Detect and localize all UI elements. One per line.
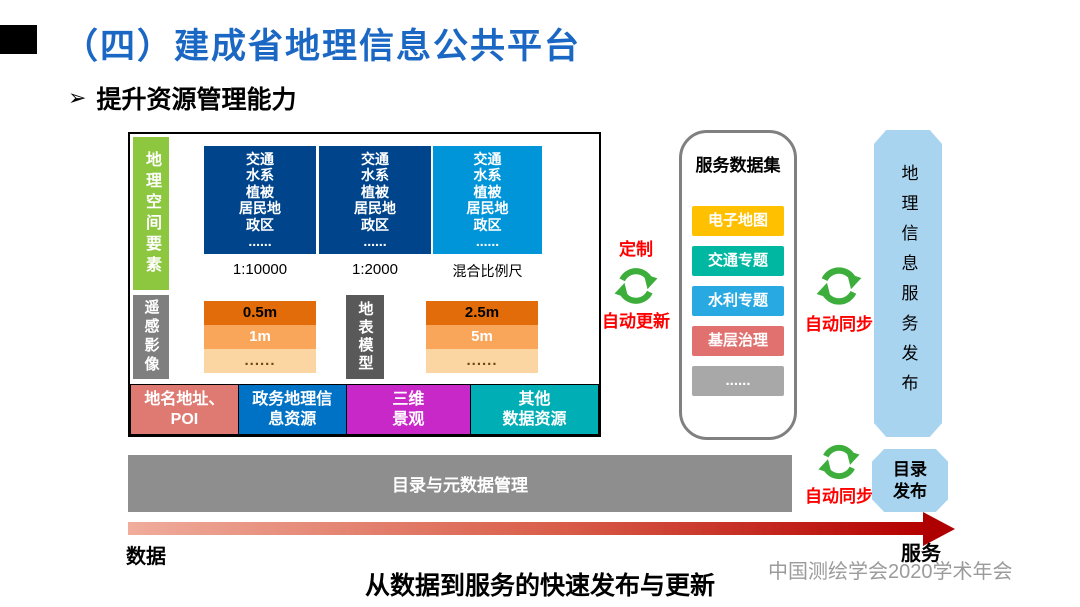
geo-layers-text: 交通 水系 植被 居民地 政区 ...... <box>354 150 396 250</box>
geo-layers-box-10000: 交通 水系 植被 居民地 政区 ...... <box>204 146 316 254</box>
resolution-row: 1m <box>204 325 316 349</box>
sync-arrows-icon <box>815 262 863 310</box>
auto-sync-label: 自动同步 <box>805 487 873 506</box>
bullet-line: ➢ 提升资源管理能力 <box>68 80 296 116</box>
auto-sync-label: 自动同步 <box>805 315 873 334</box>
scale-label-2000: 1:2000 <box>352 261 398 278</box>
customize-label: 定制 <box>619 240 653 259</box>
resolution-stack-1: 0.5m 1m ...... <box>204 301 316 373</box>
remote-sensing-side-bar: 遥感影像 <box>133 295 169 379</box>
geo-layers-box-mixed: 交通 水系 植被 居民地 政区 ...... <box>433 146 542 254</box>
slide-title: （四）建成省地理信息公共平台 <box>63 27 582 66</box>
terrain-model-side-bar: 地表模型 <box>346 295 384 379</box>
service-item-governance: 基层治理 <box>692 326 784 356</box>
geo-layers-text: 交通 水系 植被 居民地 政区 ...... <box>466 150 509 250</box>
corner-accent-block <box>0 25 37 54</box>
auto-update-label: 自动更新 <box>602 312 670 331</box>
geo-layers-box-2000: 交通 水系 植被 居民地 政区 ...... <box>319 146 431 254</box>
service-dataset-panel: 服务数据集 电子地图 交通专题 水利专题 基层治理 ...... <box>679 130 797 440</box>
flow-sync-services: 自动同步 <box>800 262 878 335</box>
resolution-row: 2.5m <box>426 301 538 325</box>
bullet-text: 提升资源管理能力 <box>96 86 297 114</box>
service-publish-banner: 地理信息服务发布 <box>874 130 942 437</box>
scale-label-mixed: 混合比例尺 <box>452 263 523 279</box>
cell-placename-poi: 地名地址、 POI <box>130 384 238 435</box>
service-item-water: 水利专题 <box>692 286 784 316</box>
data-resources-panel: 地理空间要素 交通 水系 植被 居民地 政区 ...... 交通 水系 植被 居… <box>128 132 601 437</box>
flow-sync-catalog: 自动同步 <box>800 440 878 507</box>
catalog-metadata-label: 目录与元数据管理 <box>392 476 528 495</box>
data-to-service-arrow <box>128 522 923 535</box>
resolution-row: ...... <box>426 349 538 373</box>
resolution-row: 5m <box>426 325 538 349</box>
service-item-more: ...... <box>692 366 784 396</box>
service-item-emap: 电子地图 <box>692 206 784 236</box>
sync-arrows-icon <box>817 440 861 484</box>
remote-sensing-side-label: 遥感影像 <box>142 299 160 375</box>
service-dataset-items: 电子地图 交通专题 水利专题 基层治理 ...... <box>682 206 794 396</box>
service-label: 服务 <box>901 543 941 565</box>
geo-elements-side-bar: 地理空间要素 <box>133 137 169 290</box>
arrow-bullet-icon: ➢ <box>68 85 87 110</box>
geo-elements-side-label: 地理空间要素 <box>143 150 160 277</box>
resolution-row: ...... <box>204 349 316 373</box>
service-publish-label: 地理信息服务发布 <box>898 163 918 404</box>
catalog-publish-banner: 目录 发布 <box>872 449 948 512</box>
other-resources-row: 地名地址、 POI 政务地理信 息资源 三维 景观 其他 数据资源 <box>130 384 599 435</box>
cell-3d-scene: 三维 景观 <box>345 384 470 435</box>
slide-caption: 从数据到服务的快速发布与更新 <box>364 572 715 600</box>
resolution-row: 0.5m <box>204 301 316 325</box>
scale-label-10000: 1:10000 <box>232 261 288 278</box>
flow-customize-update: 定制 自动更新 <box>597 240 675 332</box>
sync-arrows-icon <box>613 263 659 309</box>
catalog-metadata-bar: 目录与元数据管理 <box>128 455 792 512</box>
geo-layers-text: 交通 水系 植被 居民地 政区 ...... <box>239 150 281 250</box>
data-to-service-arrowhead <box>923 512 955 546</box>
cell-other-data: 其他 数据资源 <box>470 384 599 435</box>
service-item-traffic: 交通专题 <box>692 246 784 276</box>
service-dataset-title: 服务数据集 <box>695 156 781 175</box>
cell-gov-geo-info: 政务地理信 息资源 <box>237 384 346 435</box>
watermark: 中国测绘学会2020学术年会 <box>768 561 1013 583</box>
data-label: 数据 <box>126 546 166 568</box>
resolution-stack-2: 2.5m 5m ...... <box>426 301 538 373</box>
terrain-model-side-label: 地表模型 <box>356 301 374 373</box>
